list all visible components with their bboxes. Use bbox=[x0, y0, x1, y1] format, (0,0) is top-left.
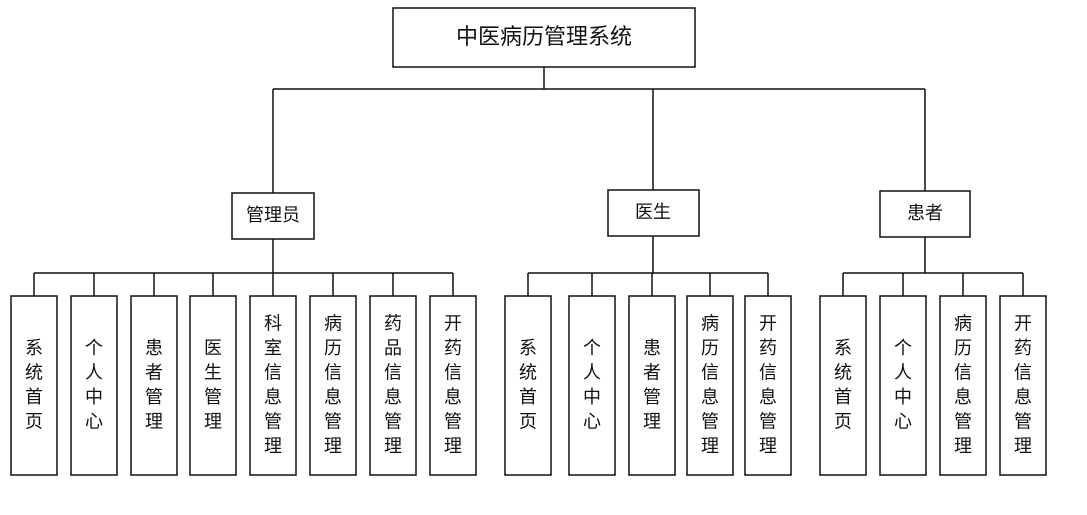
module-label: 开药信息管理 bbox=[759, 313, 777, 457]
module-box bbox=[130, 295, 178, 476]
role-node-doctor: 医生 bbox=[607, 189, 700, 237]
role-node-patient: 患者 bbox=[879, 190, 971, 238]
module-box bbox=[939, 295, 987, 476]
module-box bbox=[628, 295, 676, 476]
module-label: 患者管理 bbox=[643, 338, 661, 433]
role-label-patient: 患者 bbox=[907, 203, 943, 224]
root-node: 中医病历管理系统 bbox=[392, 7, 696, 68]
module-node: 开药信息管理 bbox=[999, 295, 1047, 476]
module-label: 药品信息管理 bbox=[384, 313, 402, 457]
module-nodes: 系统首页 个人中心 患者管理 医生管理 科室信息管理 病历信息管理 药品信息管理 开药信息管理… bbox=[10, 295, 1047, 476]
module-node: 系统首页 bbox=[10, 295, 58, 476]
module-node: 个人中心 bbox=[879, 295, 927, 476]
module-box bbox=[429, 295, 477, 476]
module-label: 患者管理 bbox=[145, 338, 163, 433]
module-box bbox=[309, 295, 357, 476]
module-box bbox=[189, 295, 237, 476]
role-label-doctor: 医生 bbox=[635, 202, 671, 223]
root-label: 中医病历管理系统 bbox=[456, 25, 632, 50]
role-node-admin: 管理员 bbox=[231, 192, 315, 240]
connector-lines bbox=[33, 67, 1024, 296]
module-node: 病历信息管理 bbox=[686, 295, 734, 476]
module-node: 系统首页 bbox=[819, 295, 867, 476]
module-label: 病历信息管理 bbox=[954, 313, 972, 457]
module-node: 开药信息管理 bbox=[744, 295, 792, 476]
module-label: 病历信息管理 bbox=[324, 313, 342, 457]
module-box bbox=[686, 295, 734, 476]
module-node: 医生管理 bbox=[189, 295, 237, 476]
module-node: 个人中心 bbox=[568, 295, 616, 476]
module-label: 科室信息管理 bbox=[264, 313, 282, 457]
module-box bbox=[70, 295, 118, 476]
module-box bbox=[819, 295, 867, 476]
module-label: 开药信息管理 bbox=[444, 313, 462, 457]
module-box bbox=[504, 295, 552, 476]
role-label-admin: 管理员 bbox=[246, 205, 300, 226]
module-label: 系统首页 bbox=[834, 338, 852, 433]
module-label: 开药信息管理 bbox=[1014, 313, 1032, 457]
module-node: 药品信息管理 bbox=[369, 295, 417, 476]
module-label: 个人中心 bbox=[894, 338, 912, 433]
module-label: 个人中心 bbox=[85, 338, 103, 433]
module-label: 医生管理 bbox=[204, 338, 222, 433]
module-box bbox=[369, 295, 417, 476]
module-box bbox=[249, 295, 297, 476]
module-label: 系统首页 bbox=[25, 338, 43, 433]
module-node: 患者管理 bbox=[628, 295, 676, 476]
module-node: 开药信息管理 bbox=[429, 295, 477, 476]
module-label: 个人中心 bbox=[583, 338, 601, 433]
module-label: 系统首页 bbox=[519, 338, 537, 433]
module-box bbox=[744, 295, 792, 476]
module-box bbox=[879, 295, 927, 476]
module-node: 病历信息管理 bbox=[939, 295, 987, 476]
module-box bbox=[568, 295, 616, 476]
module-node: 科室信息管理 bbox=[249, 295, 297, 476]
module-node: 系统首页 bbox=[504, 295, 552, 476]
module-node: 患者管理 bbox=[130, 295, 178, 476]
module-label: 病历信息管理 bbox=[701, 313, 719, 457]
module-box bbox=[999, 295, 1047, 476]
module-box bbox=[10, 295, 58, 476]
module-node: 个人中心 bbox=[70, 295, 118, 476]
module-node: 病历信息管理 bbox=[309, 295, 357, 476]
